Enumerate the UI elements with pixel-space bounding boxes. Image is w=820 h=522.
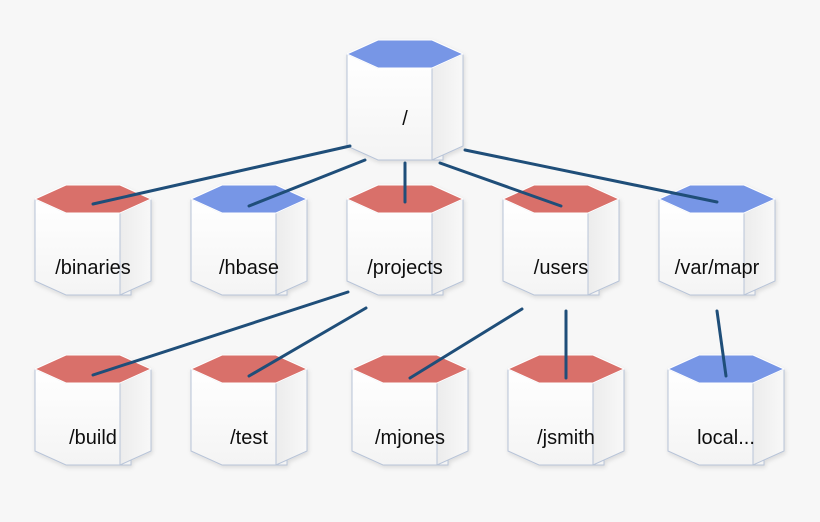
edge-projects-to-test (247, 306, 368, 378)
node-side-face (431, 198, 464, 296)
node-build: /build (33, 354, 153, 466)
node-side-face (275, 198, 308, 296)
node-varmapr: /var/mapr (657, 184, 777, 296)
edge-root-to-hbase (247, 158, 367, 208)
node-label: /jsmith (537, 427, 595, 449)
node-side-face (119, 198, 152, 296)
node-side-face (431, 53, 464, 161)
node-front-face (346, 53, 444, 161)
node-hbase: /hbase (189, 184, 309, 296)
edge-root-to-varmapr (463, 148, 719, 204)
edge-projects-to-build (91, 290, 350, 377)
node-mjones: /mjones (350, 354, 470, 466)
node-top-hexagon (345, 39, 465, 69)
node-binaries: /binaries (33, 184, 153, 296)
node-label: /users (534, 257, 588, 279)
node-label: local... (697, 427, 755, 449)
node-users: /users (501, 184, 621, 296)
node-label: /projects (367, 257, 443, 279)
edges-layer (91, 144, 728, 380)
node-label: /build (69, 427, 117, 449)
node-top-hexagon (189, 354, 309, 384)
node-projects: /projects (345, 184, 465, 296)
boxes-layer: / /binaries/hbase/projects/users/var/mapr… (33, 39, 786, 466)
node-label: /hbase (219, 257, 279, 279)
node-test: /test (189, 354, 309, 466)
node-side-face (752, 368, 785, 466)
node-top-hexagon (501, 184, 621, 214)
node-top-hexagon (33, 184, 153, 214)
node-top-hexagon (189, 184, 309, 214)
node-label: /test (230, 427, 268, 449)
node-top-hexagon (657, 184, 777, 214)
node-side-face (119, 368, 152, 466)
node-side-face (592, 368, 625, 466)
node-side-face (587, 198, 620, 296)
node-label: /mjones (375, 427, 445, 449)
edge-users-to-mjones (408, 307, 524, 380)
node-side-face (743, 198, 776, 296)
edge-varmapr-to-local (715, 309, 728, 378)
node-label: /var/mapr (675, 257, 760, 279)
node-label: /binaries (55, 257, 131, 279)
node-root: / (345, 39, 465, 161)
edge-root-to-binaries (91, 144, 352, 206)
node-top-hexagon (33, 354, 153, 384)
node-label: / (402, 108, 408, 130)
node-top-hexagon (350, 354, 470, 384)
edge-root-to-users (438, 161, 563, 208)
node-side-face (436, 368, 469, 466)
node-side-face (275, 368, 308, 466)
